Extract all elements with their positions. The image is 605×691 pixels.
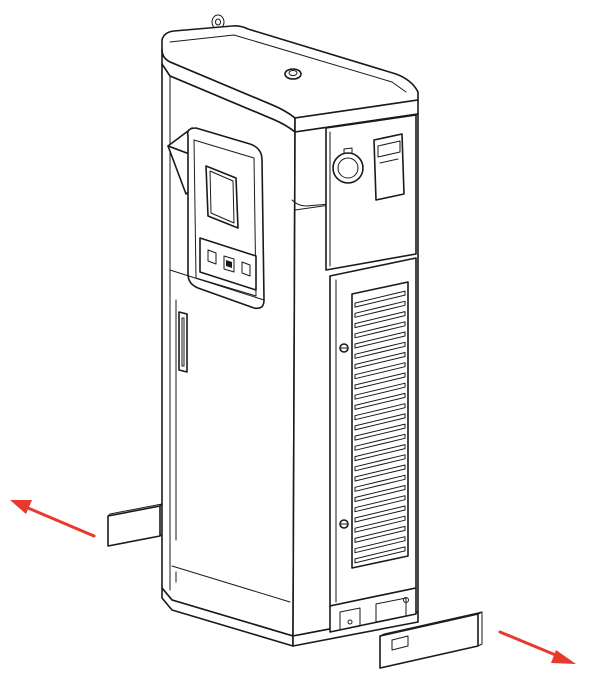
display-screen — [205, 165, 239, 229]
arrow-right — [498, 630, 576, 664]
louver-slat — [354, 433, 406, 451]
louver-slat — [354, 515, 406, 533]
front-door — [169, 269, 265, 541]
panel-screw-lower — [339, 519, 349, 529]
base-plate-left — [107, 503, 163, 547]
louver-slat — [354, 382, 406, 400]
louver-slat — [354, 311, 406, 329]
louver-slat — [354, 341, 406, 359]
louver-slat — [354, 464, 406, 482]
arrow-left — [10, 500, 96, 538]
louver-slat — [354, 485, 406, 502]
louver-slat — [354, 300, 406, 318]
louver-grille — [351, 281, 409, 569]
base-plate-right — [379, 611, 483, 669]
louver-slat — [354, 290, 406, 308]
louver-slat — [354, 423, 406, 441]
louver-slat — [354, 413, 406, 431]
top-cap — [284, 68, 302, 80]
panel-button-right — [241, 261, 251, 277]
louver-slat — [354, 536, 406, 554]
louver-slat — [354, 403, 406, 421]
louver-slat — [354, 525, 406, 543]
card-slot — [373, 133, 405, 201]
louver-slat — [354, 444, 406, 462]
panel-button-left — [207, 249, 217, 265]
louver-slat — [354, 392, 406, 410]
louver-slat — [354, 495, 406, 513]
panel-screw-upper — [339, 343, 349, 353]
panel-logo — [223, 255, 235, 273]
rotary-knob — [332, 147, 364, 184]
louver-slat — [354, 352, 406, 369]
base-opening — [329, 587, 417, 633]
louver-slat — [354, 331, 406, 349]
louver-slat — [354, 454, 406, 472]
louver-slat — [354, 474, 406, 492]
door-handle — [178, 311, 188, 373]
louver-slat — [354, 372, 406, 390]
louver-slat — [354, 505, 406, 523]
louver-slat — [354, 321, 406, 339]
louver-slat — [354, 546, 406, 564]
louver-slat — [354, 362, 406, 380]
